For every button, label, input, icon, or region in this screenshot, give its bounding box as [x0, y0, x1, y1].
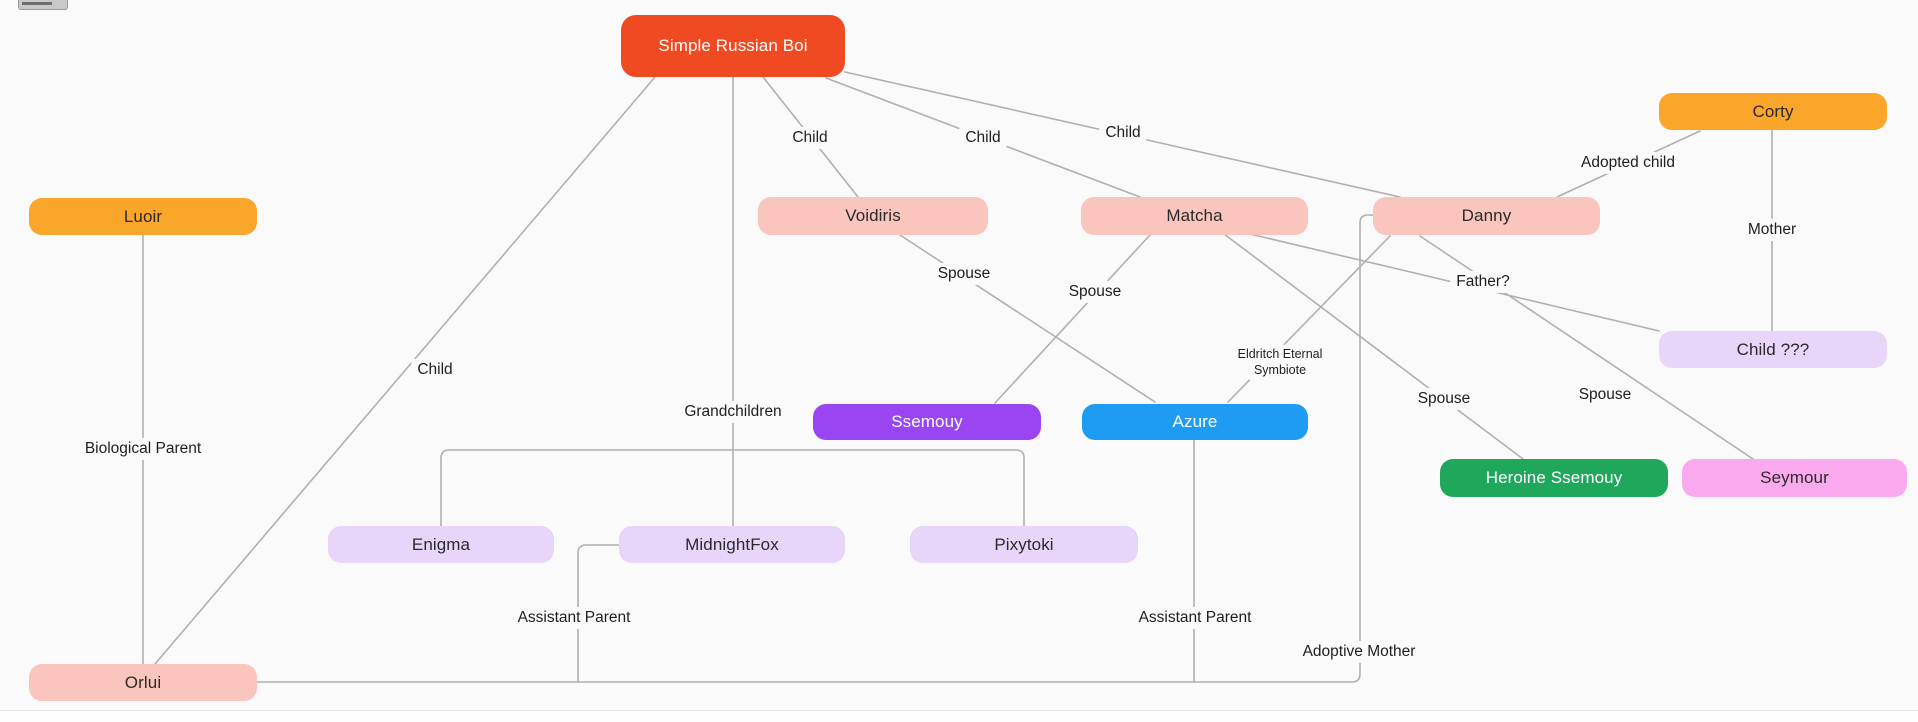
edge-label-spouse: Spouse [1411, 387, 1477, 411]
canvas-bottom-strip [0, 711, 1918, 722]
node-danny[interactable]: Danny [1373, 197, 1600, 235]
edge-orlui-danny-adoptive-mother [256, 214, 1374, 683]
edge-label-child: Child [411, 358, 459, 382]
edge-label-child: Child [786, 126, 834, 150]
edge-label-biological-parent: Biological Parent [78, 437, 208, 461]
node-midnightfox[interactable]: MidnightFox [619, 526, 845, 563]
edge-label-spouse: Spouse [931, 262, 997, 286]
edge-voidiris-azure-spouse [899, 234, 1156, 403]
edge-srb-orlui-child [154, 76, 656, 665]
edge-label-child: Child [959, 126, 1007, 150]
canvas-bottom-border [0, 710, 1918, 711]
node-matcha[interactable]: Matcha [1081, 197, 1308, 235]
window-edge-artifact [18, 0, 68, 10]
edge-grandchildren-bracket [440, 449, 1025, 527]
edge-label-assistant-parent: Assistant Parent [511, 606, 637, 630]
node-simple-russian-boi[interactable]: Simple Russian Boi [621, 15, 845, 77]
edge-label-spouse: Spouse [1572, 383, 1638, 407]
node-pixytoki[interactable]: Pixytoki [910, 526, 1138, 563]
node-orlui[interactable]: Orlui [29, 664, 257, 701]
edge-label-grandchildren: Grandchildren [678, 400, 788, 424]
edge-label-father?: Father? [1450, 270, 1516, 294]
node-ssemouy[interactable]: Ssemouy [813, 404, 1041, 440]
node-corty[interactable]: Corty [1659, 93, 1887, 130]
edge-label-mother: Mother [1741, 218, 1803, 242]
node-enigma[interactable]: Enigma [328, 526, 554, 563]
node-seymour[interactable]: Seymour [1682, 459, 1907, 497]
node-voidiris[interactable]: Voidiris [758, 197, 988, 235]
edge-label-adoptive-mother: Adoptive Mother [1296, 640, 1422, 664]
edge-label-eldritch-eternal-symbiote: Eldritch Eternal Symbiote [1233, 344, 1327, 380]
edge-label-adopted-child: Adopted child [1575, 151, 1681, 175]
edge-matcha-ssemouy-spouse [994, 234, 1151, 404]
edge-label-child: Child [1099, 121, 1147, 145]
node-heroine-ssemouy[interactable]: Heroine Ssemouy [1440, 459, 1668, 497]
edge-label-spouse: Spouse [1062, 280, 1128, 304]
node-luoir[interactable]: Luoir [29, 198, 257, 235]
node-azure[interactable]: Azure [1082, 404, 1308, 440]
edge-midnightfox-assistant-parent [577, 544, 620, 683]
edge-label-assistant-parent: Assistant Parent [1132, 606, 1258, 630]
edge-matcha-heroine-spouse [1223, 233, 1524, 460]
node-child-unknown[interactable]: Child ??? [1659, 331, 1887, 368]
